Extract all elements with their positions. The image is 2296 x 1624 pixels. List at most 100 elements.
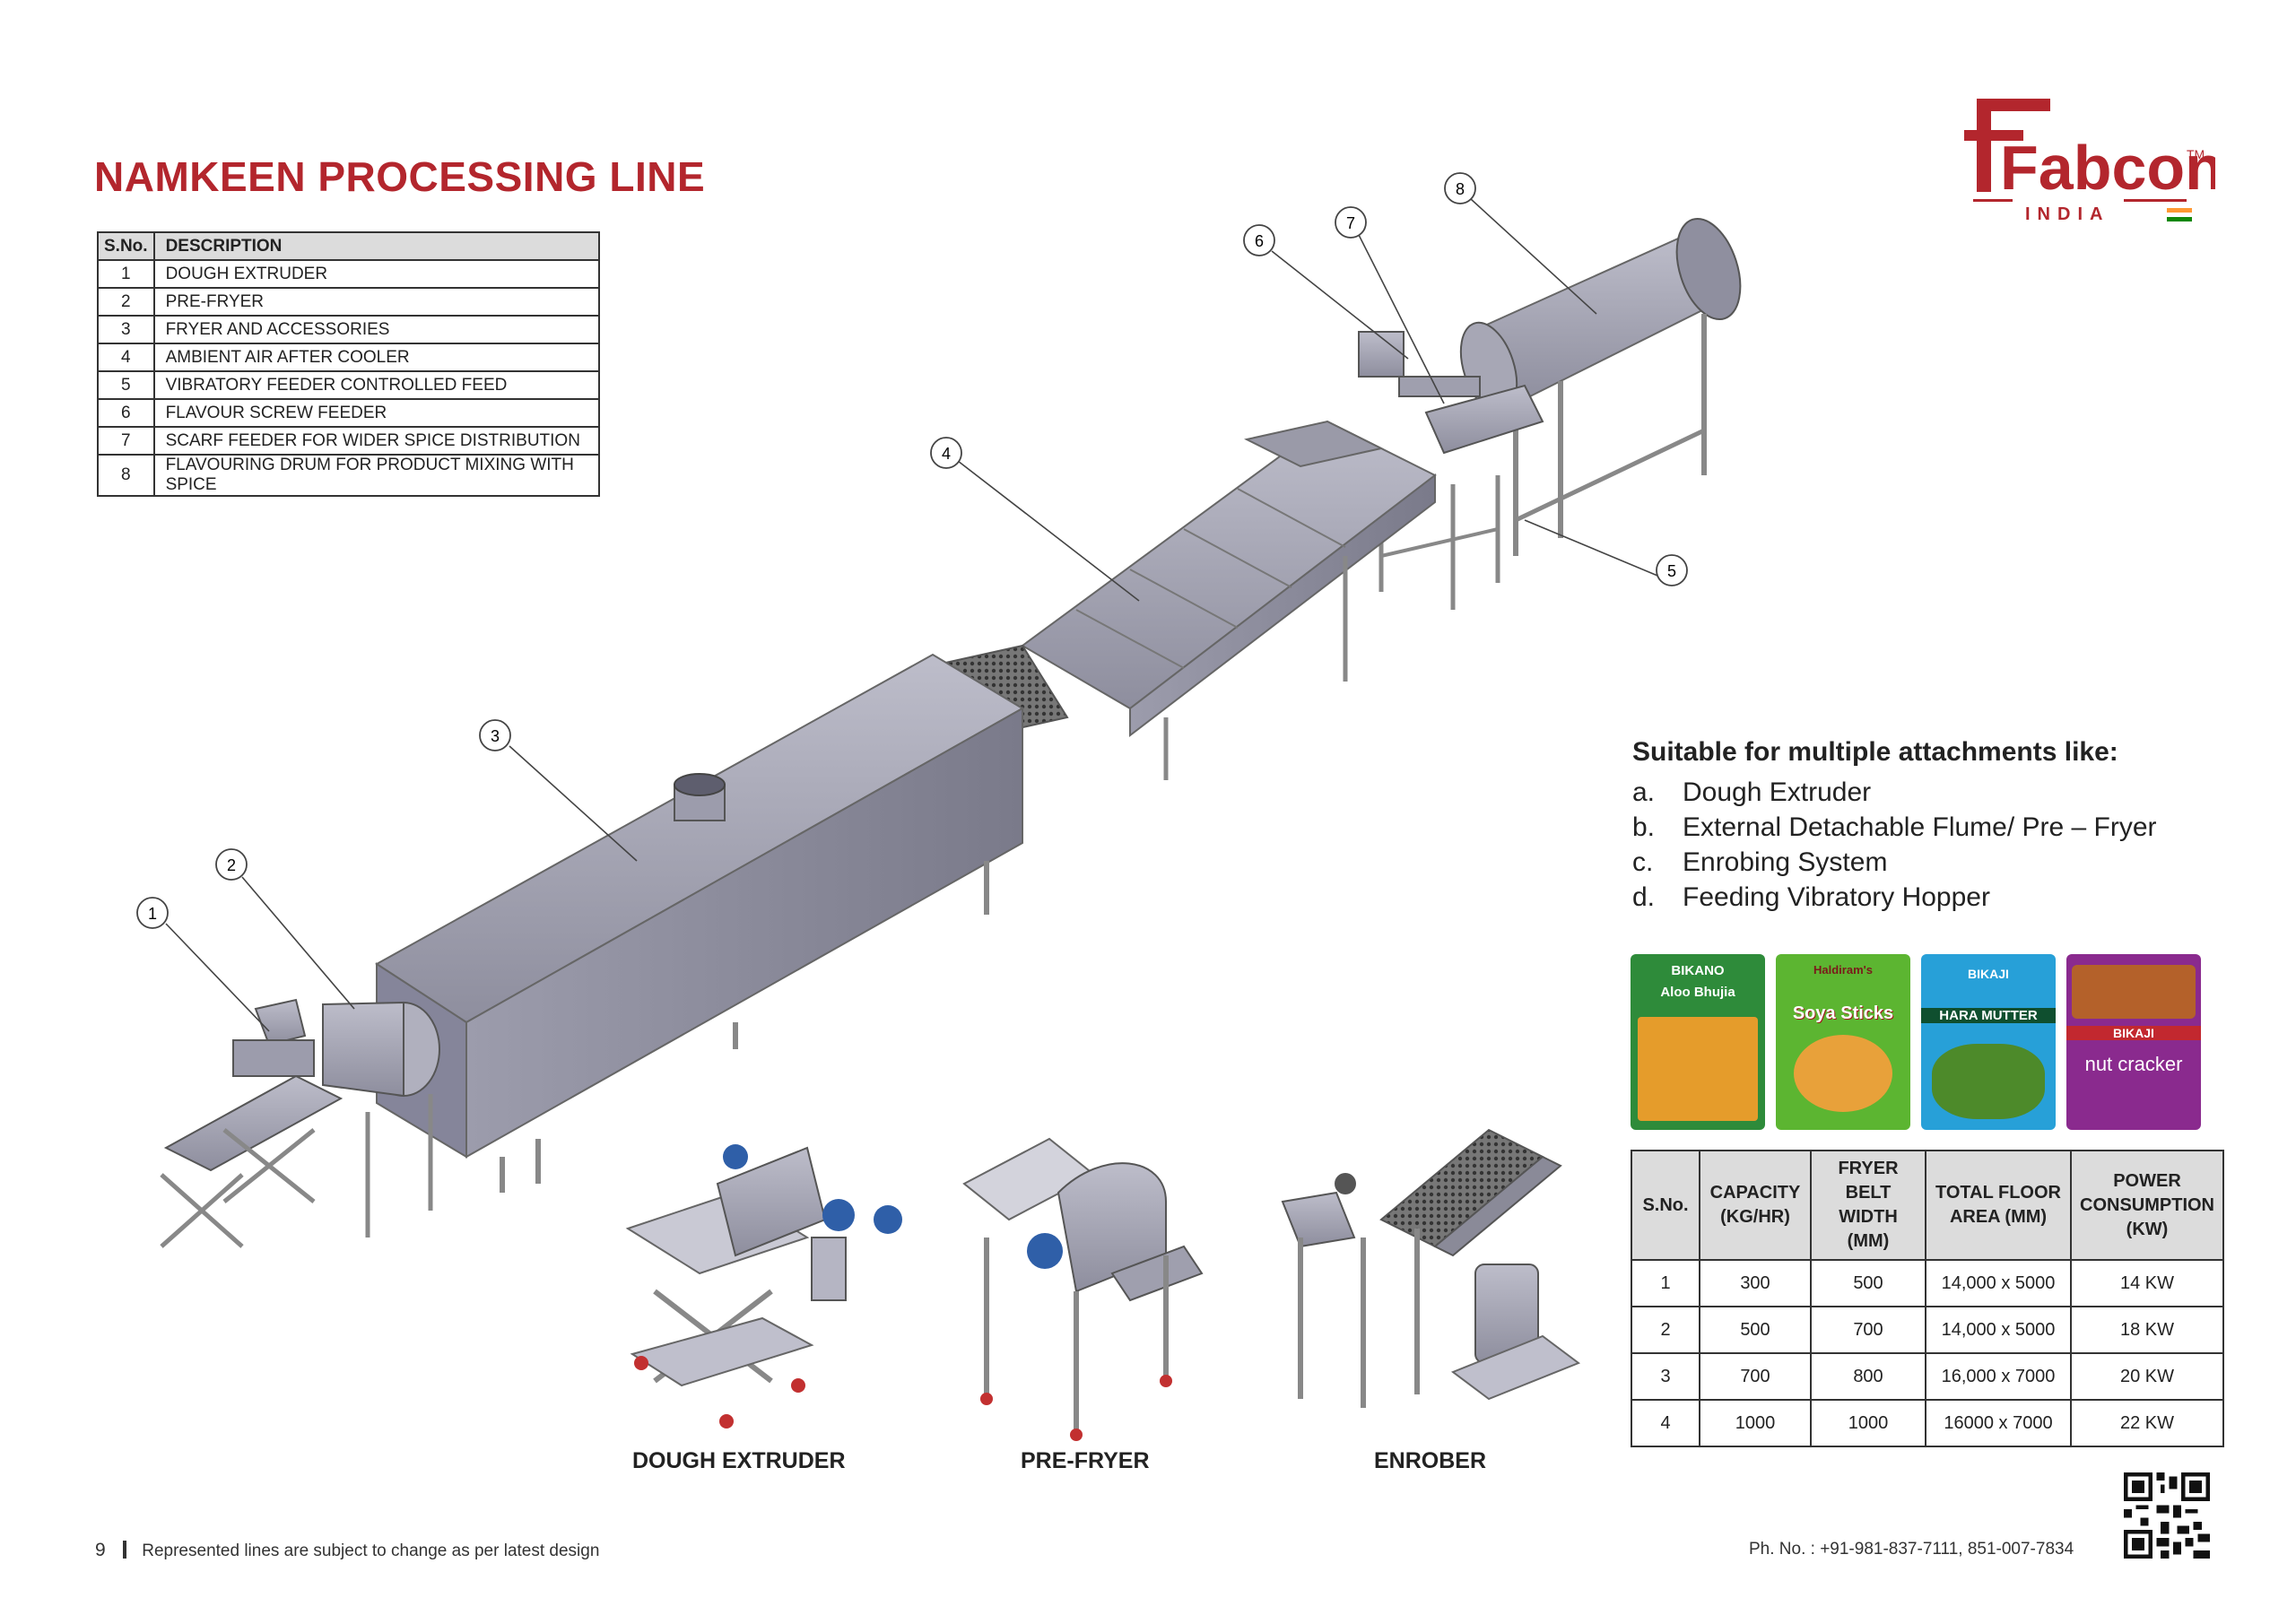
callout-5-label: 5 <box>1667 562 1676 580</box>
row-description: FLAVOURING DRUM FOR PRODUCT MIXING WITH … <box>152 454 600 497</box>
pack-name: Soya Sticks <box>1792 1003 1894 1023</box>
pack-name: nut cracker <box>2084 1053 2183 1075</box>
callout-markers: 1 2 3 4 5 6 7 8 <box>136 172 1688 929</box>
table-row: 4 1000 1000 16000 x 7000 22 KW <box>1631 1399 2224 1447</box>
list-item: d.Feeding Vibratory Hopper <box>1632 880 2157 915</box>
india-flag-icon <box>2167 208 2192 221</box>
footer-phone: Ph. No. : +91-981-837-7111, 851-007-7834 <box>1749 1540 2074 1559</box>
pack-name: Aloo Bhujia <box>1660 985 1735 1000</box>
callout-leaders <box>165 198 1663 1032</box>
header-capacity: CAPACITY (KG/HR) <box>1699 1150 1812 1261</box>
callout-7-label: 7 <box>1346 214 1355 232</box>
callout-6-label: 6 <box>1255 232 1264 250</box>
pack-name: HARA MUTTER <box>1921 1008 2056 1023</box>
pack-brand: BIKAJI <box>2066 1026 2201 1040</box>
cell: 1000 <box>1699 1399 1812 1447</box>
attachments-list: a.Dough Extruder b.External Detachable F… <box>1632 775 2157 915</box>
list-text: Enrobing System <box>1683 847 1888 877</box>
cell: 1 <box>1631 1259 1700 1307</box>
cell: 14 KW <box>2070 1259 2224 1307</box>
pack-brand: BIKAJI <box>1968 967 2009 981</box>
parts-table-header: S.No. DESCRIPTION <box>97 231 600 261</box>
header-belt-width: FRYER BELT WIDTH (MM) <box>1810 1150 1926 1261</box>
cell: 3 <box>1631 1352 1700 1401</box>
product-pack: BIKANO Aloo Bhujia <box>1631 954 1765 1130</box>
cell: 1000 <box>1810 1399 1926 1447</box>
cell: 16000 x 7000 <box>1925 1399 2072 1447</box>
row-sno: 6 <box>97 398 155 428</box>
callout-8-label: 8 <box>1456 180 1465 198</box>
cell: 300 <box>1699 1259 1812 1307</box>
enrober-illustration <box>1281 1128 1581 1408</box>
row-description: FLAVOUR SCREW FEEDER <box>152 398 600 428</box>
callout-1 <box>136 897 169 929</box>
cell: 500 <box>1699 1306 1812 1354</box>
extruder-prefryer-assembly <box>160 998 440 1248</box>
row-sno: 4 <box>97 343 155 372</box>
callout-4-label: 4 <box>942 445 951 463</box>
fryer <box>375 653 1024 1193</box>
caption-enrober: ENROBER <box>1374 1448 1487 1473</box>
list-item: b.External Detachable Flume/ Pre – Fryer <box>1632 810 2157 845</box>
dough-extruder-illustration <box>625 1144 902 1429</box>
row-sno: 5 <box>97 370 155 400</box>
row-sno: 7 <box>97 426 155 456</box>
table-row: 2 500 700 14,000 x 5000 18 KW <box>1631 1306 2224 1354</box>
callout-3-label: 3 <box>491 727 500 745</box>
header-sno: S.No. <box>1631 1150 1700 1261</box>
fabcon-logo: Fabcon TM INDIA <box>1964 99 2215 224</box>
cell: 14,000 x 5000 <box>1925 1306 2072 1354</box>
row-description: SCARF FEEDER FOR WIDER SPICE DISTRIBUTIO… <box>152 426 600 456</box>
row-description: PRE-FRYER <box>152 287 600 317</box>
cell: 16,000 x 7000 <box>1925 1352 2072 1401</box>
list-text: Feeding Vibratory Hopper <box>1683 882 1990 912</box>
qr-code-icon <box>2124 1472 2210 1559</box>
cell: 500 <box>1810 1259 1926 1307</box>
footer-divider <box>122 1541 126 1559</box>
callout-3 <box>479 719 511 751</box>
footer-disclaimer: Represented lines are subject to change … <box>142 1541 600 1560</box>
caption-pre-fryer: PRE-FRYER <box>1021 1448 1150 1473</box>
cell: 800 <box>1810 1352 1926 1401</box>
header-sno: S.No. <box>97 231 155 261</box>
callout-2-label: 2 <box>227 856 236 874</box>
row-description: DOUGH EXTRUDER <box>152 259 600 289</box>
table-row: 1 300 500 14,000 x 5000 14 KW <box>1631 1259 2224 1307</box>
row-sno: 2 <box>97 287 155 317</box>
product-pack: BIKAJI HARA MUTTER <box>1921 954 2056 1130</box>
caption-dough-extruder: DOUGH EXTRUDER <box>632 1448 846 1473</box>
cell: 700 <box>1810 1306 1926 1354</box>
callout-7 <box>1335 206 1367 239</box>
cell: 22 KW <box>2070 1399 2224 1447</box>
pack-brand: Haldiram's <box>1813 963 1873 977</box>
list-text: External Detachable Flume/ Pre – Fryer <box>1683 812 2157 842</box>
list-item: a.Dough Extruder <box>1632 775 2157 810</box>
pack-brand: BIKANO <box>1671 963 1725 978</box>
row-sno: 8 <box>97 454 155 497</box>
row-description: AMBIENT AIR AFTER COOLER <box>152 343 600 372</box>
cell: 18 KW <box>2070 1306 2224 1354</box>
row-sno: 3 <box>97 315 155 344</box>
callout-8 <box>1444 172 1476 204</box>
list-letter: c. <box>1632 847 1654 877</box>
product-pack: BIKAJI nut cracker <box>2066 954 2201 1130</box>
logo-tm: TM <box>2187 147 2205 161</box>
page-number: 9 <box>95 1540 106 1560</box>
list-letter: a. <box>1632 777 1656 807</box>
row-description: FRYER AND ACCESSORIES <box>152 315 600 344</box>
footer-left: 9 Represented lines are subject to chang… <box>95 1540 599 1561</box>
list-item: c. Enrobing System <box>1632 845 2157 880</box>
table-row: 3 700 800 16,000 x 7000 20 KW <box>1631 1352 2224 1401</box>
cell: 700 <box>1699 1352 1812 1401</box>
callout-4 <box>930 437 962 469</box>
callout-1-label: 1 <box>148 905 157 923</box>
